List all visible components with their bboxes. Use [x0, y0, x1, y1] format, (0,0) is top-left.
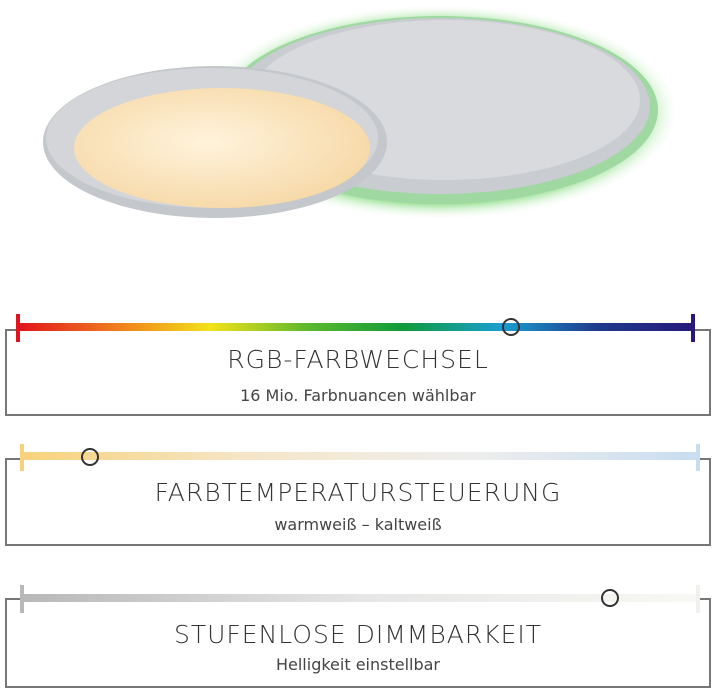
- slider-end-tick: [696, 585, 700, 613]
- color-temperature-slider-track[interactable]: [22, 452, 698, 460]
- rgb-slider-knob[interactable]: [501, 318, 520, 336]
- feature-subtitle: warmweiß – kaltweiß: [274, 515, 442, 534]
- rgb-feature-panel: RGB-FARBWECHSEL 16 Mio. Farbnuancen wähl…: [5, 329, 711, 416]
- color-temperature-slider-knob[interactable]: [80, 448, 99, 466]
- rgb-color-slider-track[interactable]: [18, 323, 693, 331]
- feature-subtitle: 16 Mio. Farbnuancen wählbar: [240, 386, 476, 405]
- feature-title: RGB-FARBWECHSEL: [227, 345, 489, 374]
- brightness-slider-track[interactable]: [22, 594, 698, 602]
- color-temperature-feature-panel: FARBTEMPERATURSTEUERUNG warmweiß – kaltw…: [5, 458, 711, 546]
- dimming-feature-panel: STUFENLOSE DIMMBARKEIT Helligkeit einste…: [5, 598, 711, 688]
- slider-start-tick: [20, 585, 24, 613]
- slider-start-tick: [20, 444, 24, 471]
- feature-title: STUFENLOSE DIMMBARKEIT: [173, 620, 543, 649]
- feature-title: FARBTEMPERATURSTEUERUNG: [154, 478, 562, 507]
- ceiling-lamp-image: [43, 4, 680, 220]
- slider-start-tick: [16, 314, 20, 342]
- slider-end-tick: [691, 314, 695, 342]
- slider-end-tick: [696, 444, 700, 471]
- brightness-slider-knob[interactable]: [601, 589, 620, 607]
- feature-subtitle: Helligkeit einstellbar: [275, 655, 441, 674]
